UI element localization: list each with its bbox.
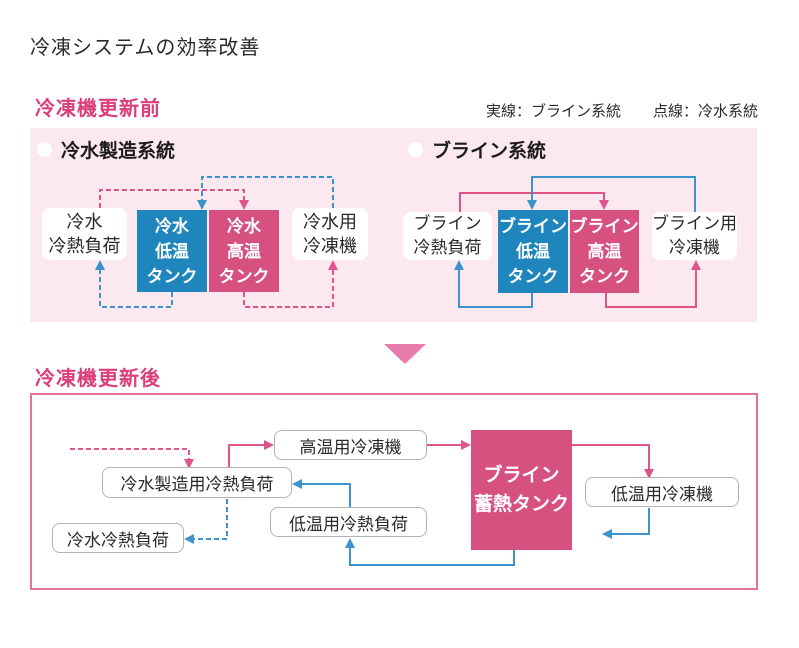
arrow-hightank-to-cwchiller xyxy=(243,260,338,308)
brine-chiller-line2: 冷凍機 xyxy=(669,238,720,257)
line-legend: 実線：ブライン系統 点線：冷水系統 xyxy=(486,100,758,121)
arrow-cwchiller-to-lowtank xyxy=(197,176,334,210)
after-arrows-layer xyxy=(70,440,654,566)
cold-water-system-label-text: 冷水製造系統 xyxy=(61,141,176,162)
cw-low-tank-line1: 冷水 xyxy=(155,216,189,236)
cw-chiller-box: 冷水用 冷凍機 xyxy=(292,208,368,260)
arrow-in-to-cwprodload xyxy=(70,448,194,469)
brine-storage-tank-line2: 蓄熱タンク xyxy=(473,494,569,515)
brine-high-tank-box: ブライン 高温 タンク xyxy=(570,210,639,293)
brine-low-tank-line3: タンク xyxy=(507,267,559,286)
cw-load-box: 冷水 冷熱負荷 xyxy=(42,208,127,260)
brine-load-line2: 冷熱負荷 xyxy=(413,238,482,257)
brine-high-tank-line1: ブライン xyxy=(570,217,639,236)
page-title: 冷凍システムの効率改善 xyxy=(30,37,261,59)
high-temp-chiller-box: 高温用冷凍機 xyxy=(274,430,427,460)
brine-system-label-text: ブライン系統 xyxy=(432,141,547,162)
brine-high-tank-line2: 高温 xyxy=(587,242,622,261)
brine-low-tank-box: ブライン 低温 タンク xyxy=(498,210,568,293)
high-temp-chiller-label: 高温用冷凍機 xyxy=(299,437,402,457)
cold-water-system-label: 冷水製造系統 xyxy=(37,136,175,163)
bullet-icon xyxy=(408,142,423,157)
cw-chiller-line2: 冷凍機 xyxy=(303,236,357,256)
cw-production-load-label: 冷水製造用冷熱負荷 xyxy=(120,475,274,494)
low-temp-load-label: 低温用冷熱負荷 xyxy=(289,514,408,534)
brine-storage-tank-line1: ブライン xyxy=(483,465,560,486)
cw-load-box-after: 冷水冷熱負荷 xyxy=(52,523,184,553)
cw-production-load-box: 冷水製造用冷熱負荷 xyxy=(102,467,292,498)
arrow-tank-to-ltload xyxy=(345,538,515,566)
low-temp-chiller-box: 低温用冷凍機 xyxy=(585,477,739,507)
brine-chiller-box: ブライン用 冷凍機 xyxy=(652,212,737,260)
arrow-cwprodload-to-cwload xyxy=(184,499,228,544)
before-heading: 冷凍機更新前 xyxy=(35,98,161,120)
brine-low-tank-line2: 低温 xyxy=(516,242,550,261)
cw-high-tank-line2: 高温 xyxy=(227,241,261,261)
cw-load-label-after: 冷水冷熱負荷 xyxy=(67,530,169,550)
arrow-brchiller-to-lowtank xyxy=(527,176,696,212)
brine-high-tank-line3: タンク xyxy=(579,267,630,286)
arrow-cwprodload-to-htchiller xyxy=(228,440,274,469)
bullet-icon xyxy=(37,142,52,157)
arrow-ltchiller-to-tank xyxy=(602,508,650,539)
arrow-tank-to-ltchiller xyxy=(572,444,654,479)
cw-chiller-line1: 冷水用 xyxy=(303,212,357,232)
brine-low-tank-line1: ブライン xyxy=(499,217,567,236)
legend-dotted-label: 点線：冷水系統 xyxy=(652,103,758,120)
legend-solid-label: 実線：ブライン系統 xyxy=(485,103,621,120)
arrow-cwload-to-hightank xyxy=(99,189,249,210)
after-heading: 冷凍機更新後 xyxy=(35,368,161,390)
cw-low-tank-line2: 低温 xyxy=(155,241,189,261)
cw-load-line2: 冷熱負荷 xyxy=(48,236,121,256)
transition-down-arrow-icon xyxy=(384,344,426,364)
after-panel: 高温用冷凍機 冷水製造用冷熱負荷 冷水冷熱負荷 低温用冷熱負荷 ブライン 蓄熱タ… xyxy=(30,393,758,590)
cw-high-tank-line1: 冷水 xyxy=(227,216,261,236)
arrow-lowtank-to-brload xyxy=(454,260,533,308)
cw-low-tank-box: 冷水 低温 タンク xyxy=(137,210,207,292)
brine-chiller-line1: ブライン用 xyxy=(652,214,737,233)
brine-load-box: ブライン 冷熱負荷 xyxy=(403,212,492,260)
arrow-ltload-to-cwprodload xyxy=(292,479,351,509)
arrow-lowtank-to-cwload xyxy=(95,260,173,308)
low-temp-load-box: 低温用冷熱負荷 xyxy=(270,507,427,537)
cw-load-line1: 冷水 xyxy=(66,212,103,232)
before-arrows-layer xyxy=(95,176,701,308)
brine-system-label: ブライン系統 xyxy=(408,136,546,163)
arrow-hightank-to-brchiller xyxy=(605,260,701,308)
before-panel: 冷水製造系統 冷水 冷熱負荷 冷水 低温 タンク 冷水 高温 タンク 冷水用 冷… xyxy=(30,128,757,322)
cw-high-tank-box: 冷水 高温 タンク xyxy=(209,210,279,292)
low-temp-chiller-label: 低温用冷凍機 xyxy=(611,484,713,504)
cw-high-tank-line3: タンク xyxy=(218,266,270,286)
cw-low-tank-line3: タンク xyxy=(146,266,198,286)
brine-load-line1: ブライン xyxy=(413,214,482,233)
brine-storage-tank-box: ブライン 蓄熱タンク xyxy=(471,430,572,550)
